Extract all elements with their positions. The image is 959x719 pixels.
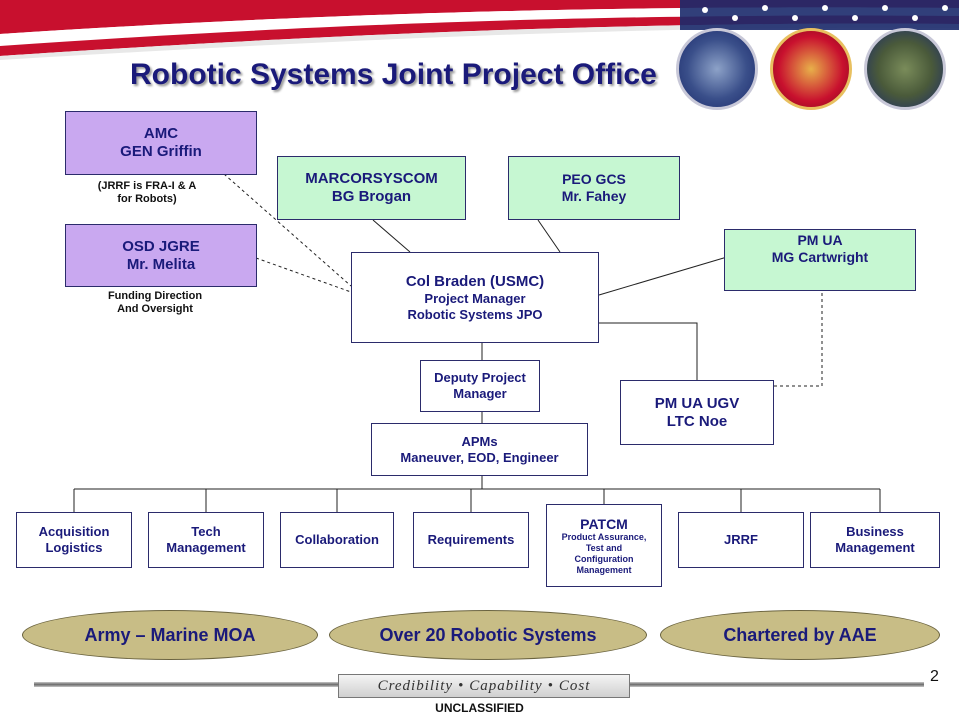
- motto-capability: Capability: [469, 677, 543, 694]
- business-management-box: Business Management: [810, 512, 940, 568]
- amc-box: AMC GEN Griffin: [65, 111, 257, 175]
- collaboration-label: Collaboration: [295, 532, 379, 548]
- chartered-by-aae-oval: Chartered by AAE: [660, 610, 940, 660]
- peo-gcs-label: PEO GCS: [562, 171, 626, 188]
- patcm-label: PATCM: [580, 515, 628, 532]
- tech-management-box: Tech Management: [148, 512, 264, 568]
- patcm-line-5: Management: [576, 564, 632, 575]
- robotic-systems-jpo-seal: [864, 28, 946, 110]
- jrrf-note: (JRRF is FRA-I & A for Robots): [62, 180, 232, 206]
- footer-motto: Credibility • Capability • Cost: [338, 674, 630, 698]
- requirements-box: Requirements: [413, 512, 529, 568]
- patcm-box: PATCM Product Assurance, Test and Config…: [546, 504, 662, 587]
- project-manager-box: Col Braden (USMC) Project Manager Roboti…: [351, 252, 599, 343]
- jrrf-label: JRRF: [724, 532, 758, 548]
- army-marine-moa-oval: Army – Marine MOA: [22, 610, 318, 660]
- patcm-line-3: Test and: [585, 543, 623, 554]
- page-number: 2: [930, 668, 939, 685]
- business-management-line-2: Management: [835, 540, 915, 555]
- requirements-label: Requirements: [427, 532, 515, 548]
- apms-areas: Maneuver, EOD, Engineer: [400, 449, 559, 465]
- tech-management-line-2: Management: [166, 540, 246, 555]
- tech-management-line-1: Tech: [191, 524, 221, 540]
- acquisition-logistics-line-2: Logistics: [45, 540, 103, 555]
- peo-gcs-lead: Mr. Fahey: [561, 188, 627, 204]
- patcm-line-2: Product Assurance,: [561, 532, 647, 543]
- marcorsyscom-box: MARCORSYSCOM BG Brogan: [277, 156, 466, 220]
- jrrf-note-line-2: for Robots): [117, 193, 177, 206]
- peo-gcs-box: PEO GCS Mr. Fahey: [508, 156, 680, 220]
- pm-ua-ugv-box: PM UA UGV LTC Noe: [620, 380, 774, 445]
- motto-bullet-1: •: [458, 677, 465, 694]
- amc-label: AMC: [143, 125, 179, 142]
- osd-jgre-box: OSD JGRE Mr. Melita: [65, 224, 257, 287]
- deputy-pm-line-1: Deputy Project: [434, 370, 526, 386]
- project-manager-name: Col Braden (USMC): [405, 272, 545, 290]
- marcorsyscom-seal: [770, 28, 852, 110]
- project-manager-title: Project Manager: [424, 290, 526, 306]
- page-title: Robotic Systems Joint Project Office: [130, 58, 657, 91]
- pm-ua-ugv-lead: LTC Noe: [666, 412, 728, 430]
- apms-label: APMs: [461, 433, 498, 449]
- apms-box: APMs Maneuver, EOD, Engineer: [371, 423, 588, 476]
- acquisition-logistics-line-1: Acquisition: [38, 524, 110, 540]
- project-manager-org: Robotic Systems JPO: [407, 306, 543, 322]
- robotic-systems-oval: Over 20 Robotic Systems: [329, 610, 647, 660]
- osd-jgre-label: OSD JGRE: [122, 237, 200, 255]
- pm-ua-ugv-label: PM UA UGV: [654, 394, 740, 412]
- pm-ua-label: PM UA: [797, 232, 843, 248]
- motto-credibility: Credibility: [377, 677, 454, 694]
- patcm-line-4: Configuration: [574, 553, 634, 564]
- classification-marking: UNCLASSIFIED: [435, 701, 524, 715]
- peo-gcs-seal: [676, 28, 758, 110]
- osd-jgre-lead: Mr. Melita: [126, 255, 196, 273]
- motto-cost: Cost: [558, 677, 591, 694]
- amc-commander: GEN Griffin: [120, 143, 202, 160]
- deputy-pm-line-2: Manager: [453, 386, 507, 401]
- flag-banner: [0, 0, 959, 60]
- funding-note-line-1: Funding Direction: [107, 290, 203, 302]
- business-management-line-1: Business: [846, 524, 904, 540]
- pm-ua-commander: MG Cartwright: [771, 248, 869, 265]
- jrrf-note-line-1: (JRRF is FRA-I & A: [97, 180, 197, 192]
- collaboration-box: Collaboration: [280, 512, 394, 568]
- jrrf-box: JRRF: [678, 512, 804, 568]
- marcorsyscom-commander: BG Brogan: [331, 188, 412, 205]
- funding-note-line-2: And Oversight: [117, 303, 193, 316]
- pm-ua-box: PM UA MG Cartwright: [724, 229, 916, 291]
- acquisition-logistics-box: Acquisition Logistics: [16, 512, 132, 568]
- funding-note: Funding Direction And Oversight: [80, 290, 230, 316]
- deputy-pm-box: Deputy Project Manager: [420, 360, 540, 412]
- motto-bullet-2: •: [547, 677, 554, 694]
- marcorsyscom-label: MARCORSYSCOM: [305, 170, 438, 187]
